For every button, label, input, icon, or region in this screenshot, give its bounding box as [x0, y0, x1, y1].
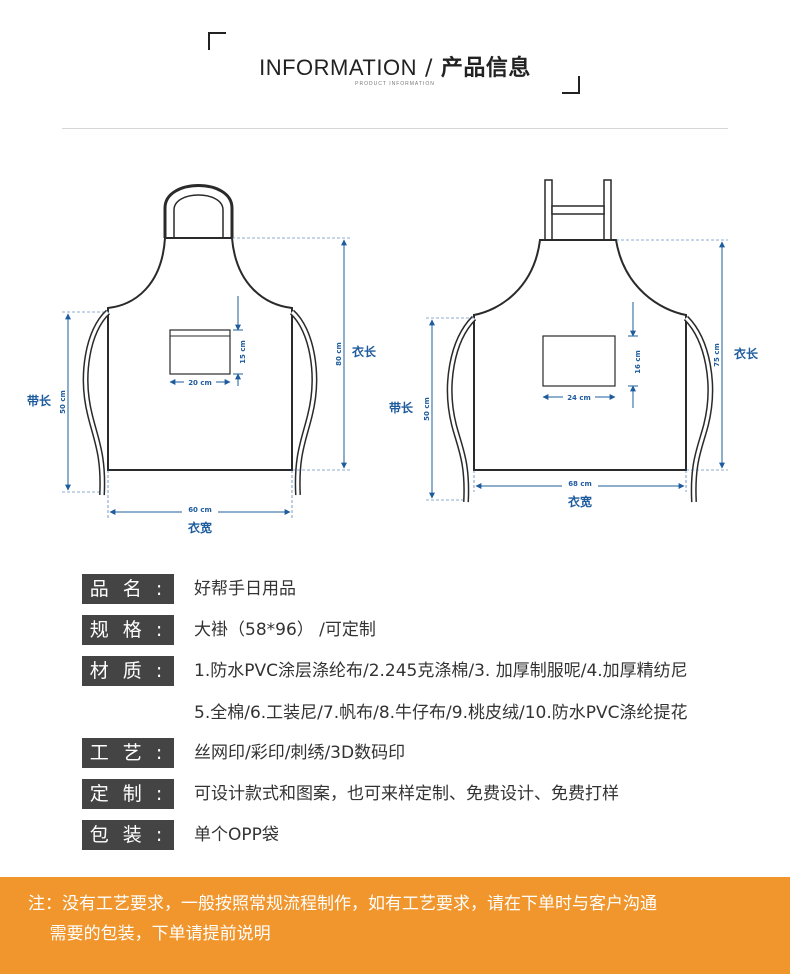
left-strap-length: 50 cm: [59, 390, 67, 414]
left-body-width: 60 cm: [188, 506, 212, 514]
right-body-length-label: 衣长: [734, 346, 759, 361]
corner-bracket-bottom-right: [562, 76, 580, 94]
spec-row-material: 材 质 : 1.防水PVC涂层涤纶布/2.245克涤棉/3. 加厚制服呢/4.加…: [82, 656, 782, 728]
spec-key-size: 规 格 :: [82, 615, 174, 645]
spec-value-package: 单个OPP袋: [194, 825, 279, 845]
footer-note-line2: 需要的包装，下单请提前说明: [28, 924, 271, 944]
spec-row-craft: 工 艺 : 丝网印/彩印/刺绣/3D数码印: [82, 738, 782, 768]
spec-value-size: 大褂（58*96） /可定制: [194, 620, 376, 640]
spec-row-custom: 定 制 : 可设计款式和图案，也可来样定制、免费设计、免费打样: [82, 779, 782, 809]
footer-note-banner: 注：没有工艺要求，一般按照常规流程制作，如有工艺要求，请在下单时与客户沟通 需要…: [0, 877, 790, 974]
spec-value-custom: 可设计款式和图案，也可来样定制、免费设计、免费打样: [194, 784, 619, 804]
left-body-length: 80 cm: [335, 342, 343, 366]
apron-size-diagram: 15 cm 20 cm 80 cm 衣长 50 cm 带长: [0, 170, 790, 550]
left-pocket-width: 20 cm: [188, 379, 212, 387]
right-pocket-height: 16 cm: [634, 350, 642, 374]
spec-value-name: 好帮手日用品: [194, 579, 296, 599]
title-en: INFORMATION: [259, 55, 417, 80]
title-cn: 产品信息: [440, 56, 531, 81]
page-title: INFORMATION / 产品信息: [0, 50, 790, 82]
title-slash: /: [424, 56, 433, 81]
info-header: INFORMATION / 产品信息 PRODUCT INFORMATION: [0, 0, 790, 130]
spec-value-craft: 丝网印/彩印/刺绣/3D数码印: [194, 743, 406, 763]
right-body-width: 68 cm: [568, 480, 592, 488]
left-strap-length-label: 带长: [27, 393, 52, 408]
right-body-length: 75 cm: [713, 343, 721, 367]
page-subtitle: PRODUCT INFORMATION: [355, 81, 435, 87]
right-body-width-label: 衣宽: [568, 494, 592, 509]
corner-bracket-top-left: [208, 32, 226, 50]
spec-key-name: 品 名 :: [82, 574, 174, 604]
header-divider: [62, 128, 728, 129]
spec-row-name: 品 名 : 好帮手日用品: [82, 574, 782, 604]
left-apron: 15 cm 20 cm 80 cm 衣长 50 cm 带长: [27, 184, 377, 535]
spec-key-craft: 工 艺 :: [82, 738, 174, 768]
footer-note: 注：没有工艺要求，一般按照常规流程制作，如有工艺要求，请在下单时与客户沟通 需要…: [28, 889, 778, 949]
right-pocket-width: 24 cm: [567, 394, 591, 402]
left-body-width-label: 衣宽: [188, 520, 212, 535]
spec-value-material-line1: 1.防水PVC涂层涤纶布/2.245克涤棉/3. 加厚制服呢/4.加厚精纺尼: [194, 661, 688, 681]
right-apron: 16 cm 24 cm 75 cm 衣长 50 cm 带长: [389, 179, 759, 509]
spec-key-custom: 定 制 :: [82, 779, 174, 809]
right-strap-length: 50 cm: [423, 397, 431, 421]
spec-row-size: 规 格 : 大褂（58*96） /可定制: [82, 615, 782, 645]
spec-key-material: 材 质 :: [82, 656, 174, 686]
footer-note-line1: 注：没有工艺要求，一般按照常规流程制作，如有工艺要求，请在下单时与客户沟通: [28, 894, 657, 914]
spec-value-material-line2: 5.全棉/6.工装尼/7.帆布/8.牛仔布/9.桃皮绒/10.防水PVC涤纶提花: [194, 703, 688, 723]
left-pocket-height: 15 cm: [239, 340, 247, 364]
spec-key-package: 包 装 :: [82, 820, 174, 850]
right-strap-length-label: 带长: [389, 400, 414, 415]
apron-diagram-svg: 15 cm 20 cm 80 cm 衣长 50 cm 带长: [27, 179, 759, 535]
left-body-length-label: 衣长: [352, 344, 377, 359]
spec-row-package: 包 装 : 单个OPP袋: [82, 820, 782, 850]
